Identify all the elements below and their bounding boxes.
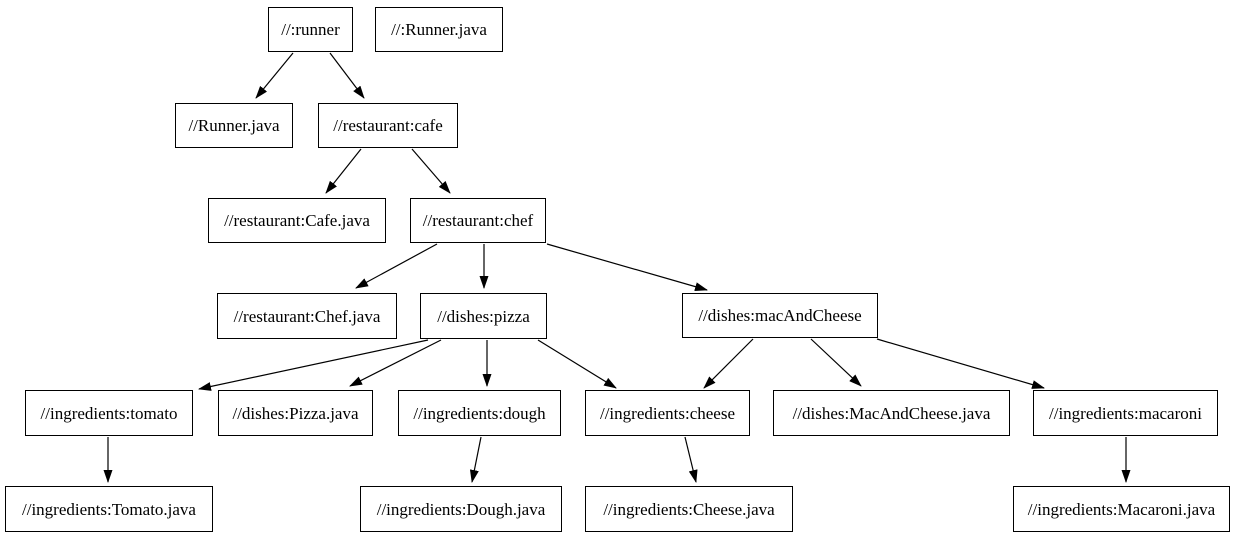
edge-mac-and-cheese-to-cheese	[703, 338, 754, 389]
graph-node-dough: //ingredients:dough	[398, 390, 561, 436]
graph-node-label: //ingredients:dough	[413, 403, 546, 423]
edge-pizza-to-pizza-java	[349, 339, 442, 387]
graph-node-label: //dishes:pizza	[437, 306, 530, 326]
edge-chef-to-chef-java	[355, 243, 438, 289]
graph-node-runner-java: //Runner.java	[175, 103, 293, 148]
graph-node-macaroni: //ingredients:macaroni	[1033, 390, 1218, 436]
graph-node-macaroni-java: //ingredients:Macaroni.java	[1013, 486, 1230, 532]
graph-node-tomato-java: //ingredients:Tomato.java	[5, 486, 213, 532]
graph-node-label: //:Runner.java	[391, 20, 487, 39]
graph-node-chef-java: //restaurant:Chef.java	[217, 293, 397, 339]
graph-node-label: //ingredients:Cheese.java	[603, 499, 775, 519]
graph-node-mac-and-cheese: //dishes:macAndCheese	[682, 293, 878, 338]
graph-node-label: //Runner.java	[188, 116, 280, 135]
graph-node-cheese-java: //ingredients:Cheese.java	[585, 486, 793, 532]
edge-mac-and-cheese-to-mac-and-cheese-java	[810, 338, 862, 387]
graph-node-dough-java: //ingredients:Dough.java	[360, 486, 562, 532]
graph-node-label: //:runner	[281, 20, 340, 39]
edge-runner-to-runner-java	[255, 52, 294, 99]
graph-node-pizza-java: //dishes:Pizza.java	[218, 390, 373, 436]
graph-node-label: //restaurant:Cafe.java	[224, 211, 370, 230]
graph-node-chef: //restaurant:chef	[410, 198, 546, 243]
graph-node-label: //restaurant:Chef.java	[233, 306, 381, 326]
edge-chef-to-mac-and-cheese	[546, 243, 708, 292]
edge-cafe-to-cafe-java	[325, 148, 362, 194]
graph-node-label: //dishes:macAndCheese	[698, 306, 862, 325]
edge-runner-to-cafe	[329, 52, 365, 99]
graph-node-cafe: //restaurant:cafe	[318, 103, 458, 148]
graph-node-label: //ingredients:macaroni	[1049, 403, 1202, 423]
edge-cheese-to-cheese-java	[684, 436, 698, 483]
graph-node-label: //ingredients:tomato	[40, 403, 178, 423]
edge-pizza-to-cheese	[537, 339, 617, 389]
graph-node-label: //restaurant:cafe	[333, 116, 443, 135]
graph-node-cafe-java: //restaurant:Cafe.java	[208, 198, 386, 243]
edge-dough-to-dough-java	[469, 436, 482, 483]
graph-node-label: //dishes:MacAndCheese.java	[792, 403, 991, 423]
graph-node-label: //ingredients:cheese	[599, 403, 735, 423]
graph-node-label: //dishes:Pizza.java	[232, 403, 359, 423]
graph-node-runner: //:runner	[268, 7, 353, 52]
graph-node-label: //ingredients:Macaroni.java	[1027, 499, 1216, 519]
graph-node-label: //ingredients:Dough.java	[376, 499, 546, 519]
graph-node-mac-and-cheese-java: //dishes:MacAndCheese.java	[773, 390, 1010, 436]
edge-mac-and-cheese-to-macaroni	[876, 338, 1045, 389]
graph-node-pizza: //dishes:pizza	[420, 293, 547, 339]
graph-node-label: //ingredients:Tomato.java	[22, 499, 196, 519]
graph-node-tomato: //ingredients:tomato	[25, 390, 193, 436]
edge-cafe-to-chef	[411, 148, 451, 194]
graph-node-label: //restaurant:chef	[422, 211, 534, 230]
graph-node-runner-java-src: //:Runner.java	[375, 7, 503, 52]
edge-pizza-to-tomato	[198, 339, 429, 391]
graph-node-cheese: //ingredients:cheese	[585, 390, 750, 436]
